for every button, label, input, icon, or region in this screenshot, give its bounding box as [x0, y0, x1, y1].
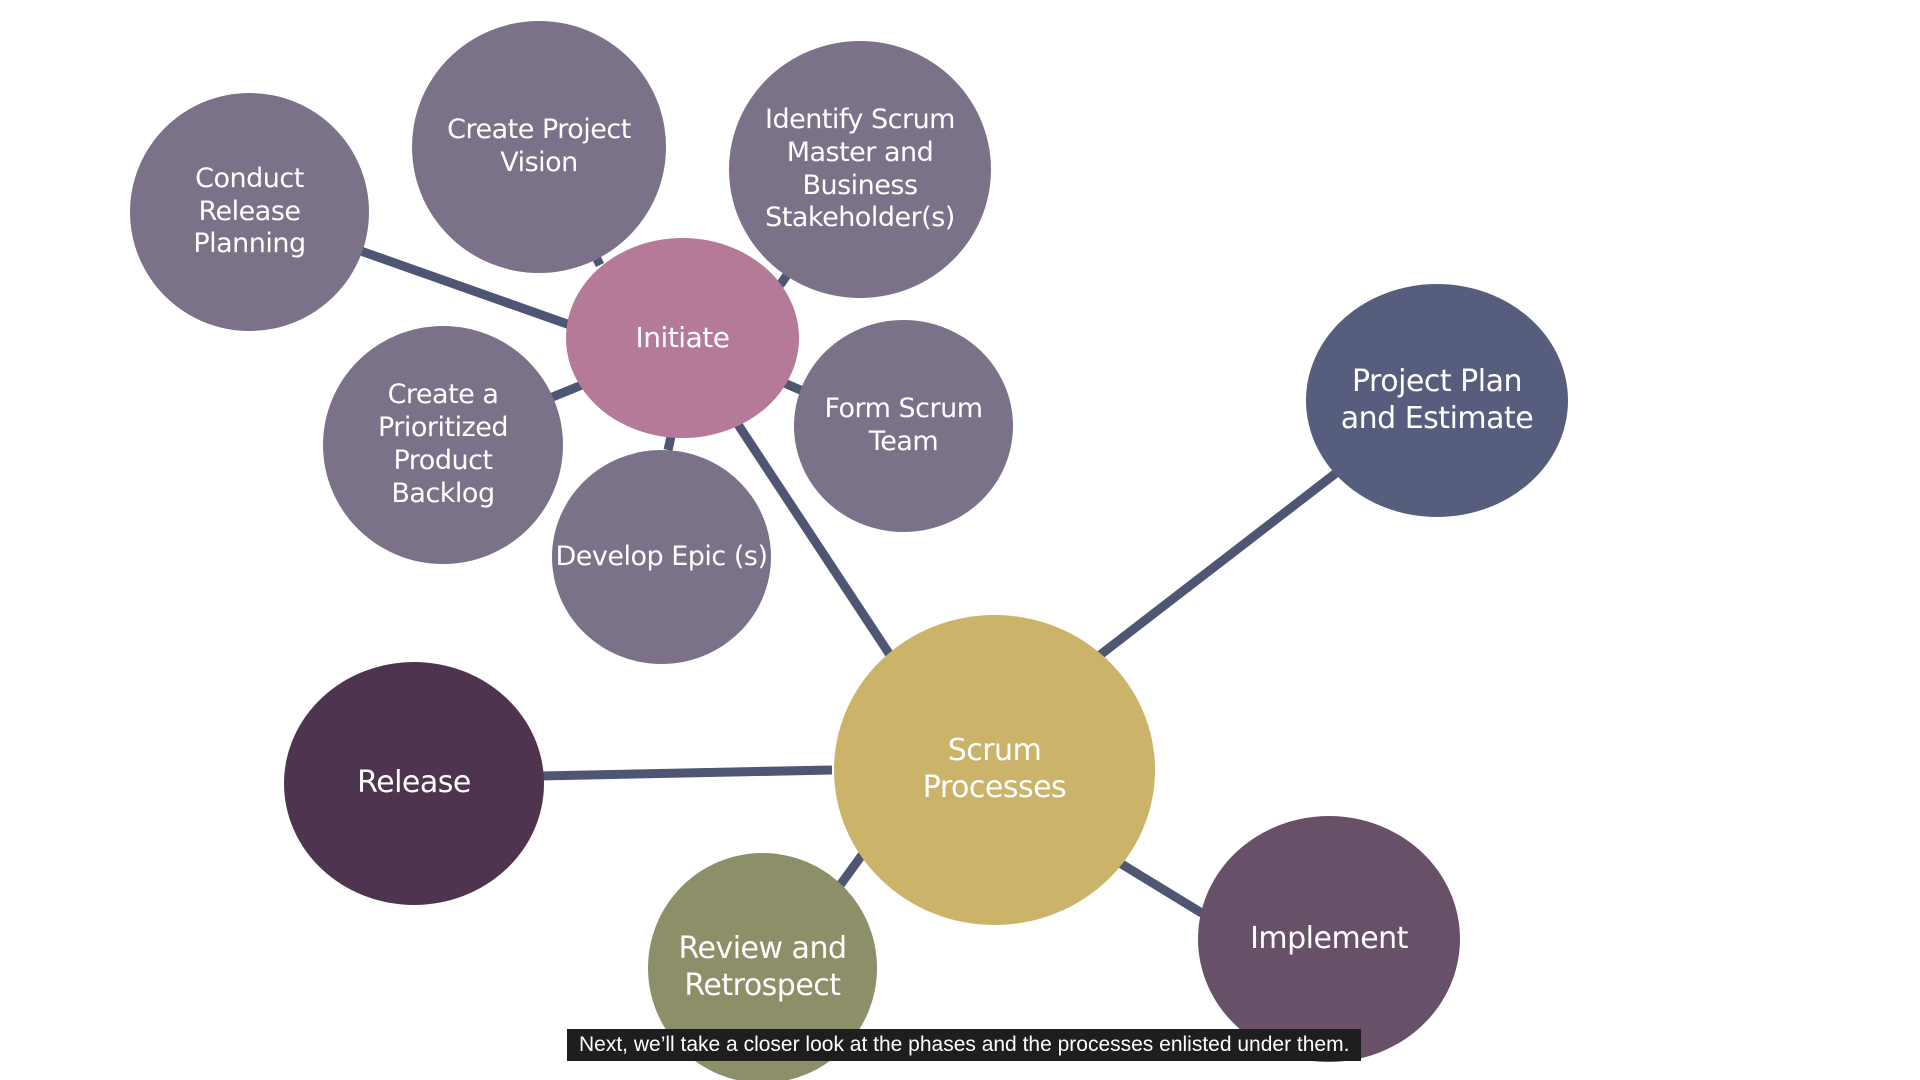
- connector-center-implement: [1112, 856, 1208, 919]
- subtitle-caption: Next, we’ll take a closer look at the ph…: [567, 1029, 1362, 1061]
- subtitle-caption-text: Next, we’ll take a closer look at the ph…: [579, 1033, 1350, 1056]
- process-form-scrum-team-label: Form Scrum Team: [824, 393, 983, 457]
- process-create-project-vision: Create Project Vision: [412, 21, 666, 273]
- phase-release: Release: [284, 662, 544, 905]
- phase-release-label: Release: [357, 765, 471, 801]
- center-scrum-processes-label: Scrum Processes: [922, 733, 1067, 805]
- phase-implement: Implement: [1198, 816, 1460, 1062]
- phase-implement-label: Implement: [1250, 920, 1408, 956]
- process-create-prioritized-backlog-label: Create a Prioritized Product Backlog: [377, 379, 509, 509]
- center-scrum-processes: Scrum Processes: [834, 615, 1155, 925]
- connector-center-release: [539, 765, 833, 781]
- phase-review-and-retrospect-label: Review and Retrospect: [678, 931, 847, 1003]
- connector-center-initiate: [731, 417, 894, 658]
- connector-initiate-release-planning: [356, 245, 572, 330]
- phase-initiate-label: Initiate: [635, 320, 730, 354]
- connector-initiate-backlog: [548, 380, 584, 403]
- phase-project-plan-and-estimate-label: Project Plan and Estimate: [1340, 363, 1534, 436]
- process-develop-epics-label: Develop Epic (s): [555, 540, 769, 572]
- process-develop-epics: Develop Epic (s): [552, 450, 771, 664]
- connector-center-review: [834, 852, 866, 891]
- phase-project-plan-and-estimate: Project Plan and Estimate: [1306, 284, 1568, 517]
- process-form-scrum-team: Form Scrum Team: [794, 320, 1013, 532]
- connector-center-plan: [1097, 466, 1343, 659]
- process-create-prioritized-backlog: Create a Prioritized Product Backlog: [323, 326, 563, 564]
- process-conduct-release-planning: Conduct Release Planning: [130, 93, 369, 331]
- process-create-project-vision-label: Create Project Vision: [447, 114, 631, 178]
- process-identify-scrum-master: Identify Scrum Master and Business Stake…: [729, 41, 991, 298]
- phase-initiate: Initiate: [566, 238, 799, 438]
- process-identify-scrum-master-label: Identify Scrum Master and Business Stake…: [764, 103, 956, 234]
- process-conduct-release-planning-label: Conduct Release Planning: [193, 162, 306, 260]
